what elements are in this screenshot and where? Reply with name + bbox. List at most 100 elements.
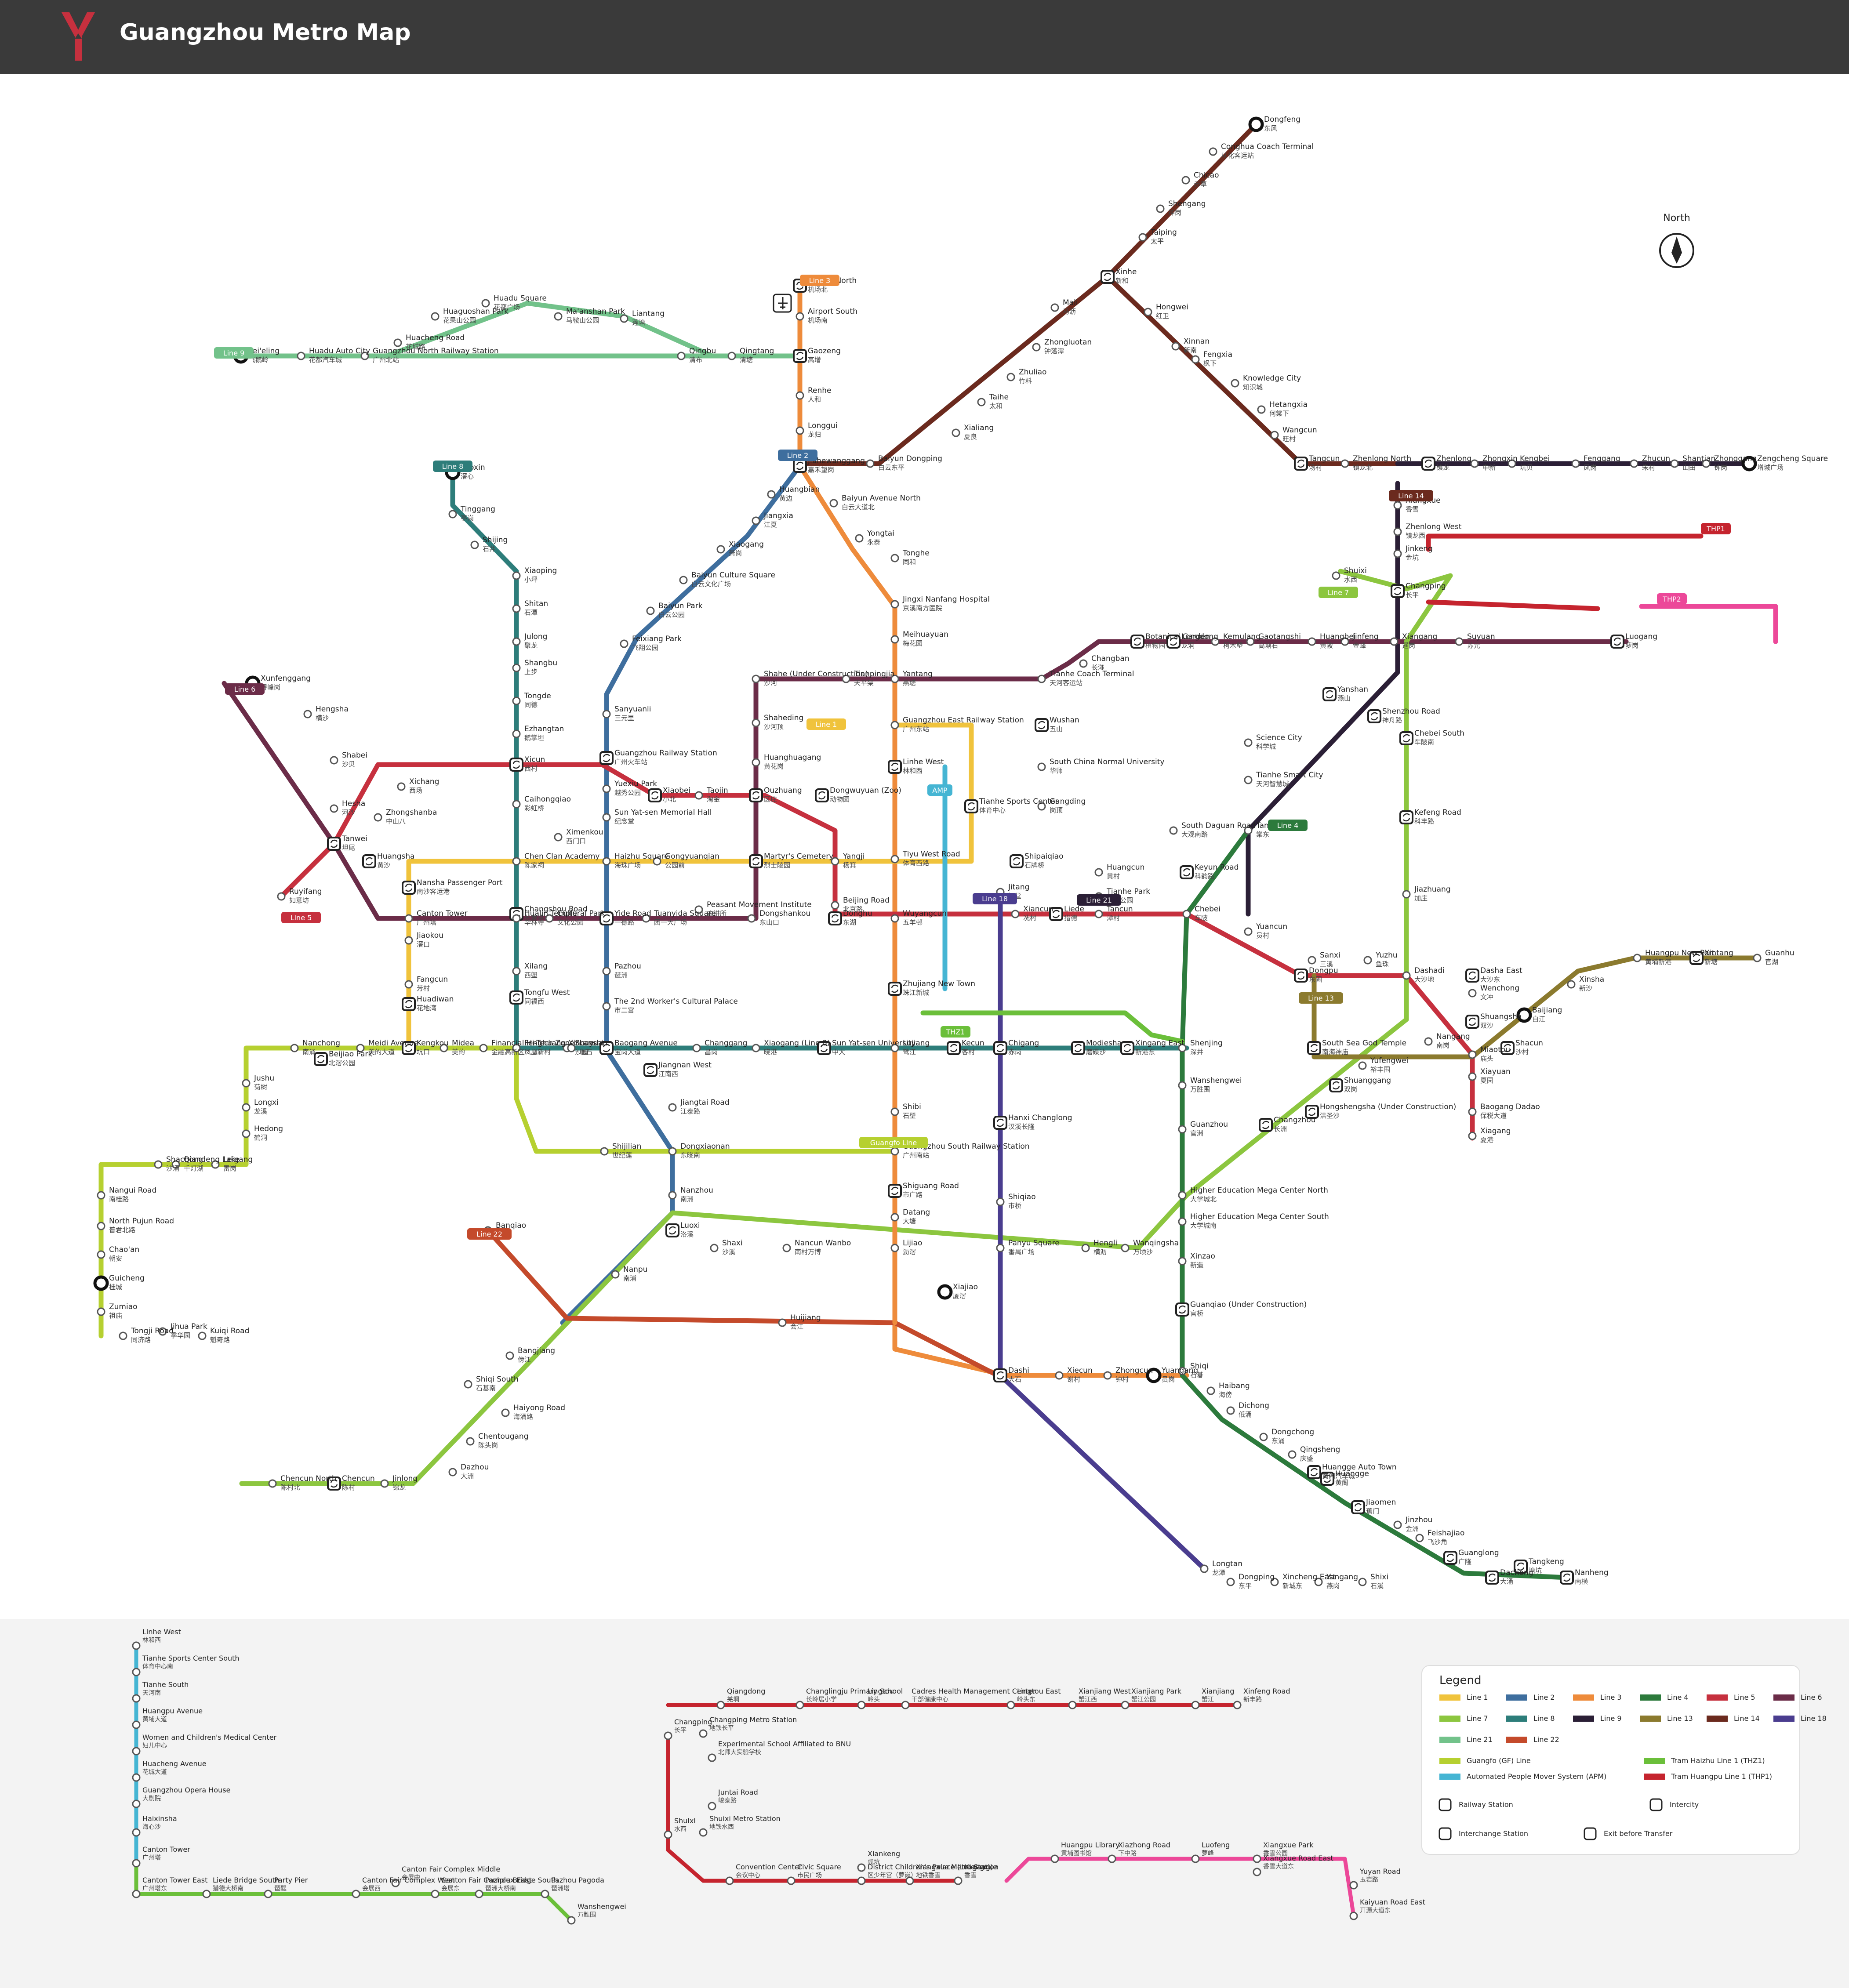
station-marker[interactable]	[554, 312, 563, 321]
station-marker[interactable]	[1288, 1450, 1297, 1459]
interchange-icon[interactable]	[1130, 635, 1144, 649]
station-marker[interactable]	[796, 391, 804, 400]
station-marker[interactable]	[512, 914, 521, 923]
interchange-icon[interactable]	[665, 1223, 679, 1237]
station-marker[interactable]	[602, 710, 611, 718]
station-marker[interactable]	[1630, 459, 1638, 468]
station-marker[interactable]	[1178, 1257, 1187, 1266]
station-marker[interactable]	[890, 600, 899, 609]
thp1-station-marker[interactable]	[1233, 1701, 1242, 1709]
station-marker[interactable]	[778, 1318, 787, 1327]
interchange-icon[interactable]	[993, 1368, 1007, 1382]
interchange-icon[interactable]	[1367, 709, 1381, 723]
station-marker[interactable]	[479, 1044, 488, 1052]
station-marker[interactable]	[747, 914, 756, 923]
thp2-station-marker[interactable]	[1253, 1854, 1261, 1863]
station-marker[interactable]	[404, 914, 413, 923]
station-marker[interactable]	[554, 833, 563, 842]
thp1-station-marker[interactable]	[699, 1729, 708, 1738]
station-marker[interactable]	[1209, 147, 1217, 156]
station-marker[interactable]	[512, 729, 521, 738]
station-marker[interactable]	[512, 697, 521, 705]
apm-station-marker[interactable]	[132, 1773, 141, 1782]
interchange-icon[interactable]	[1307, 1041, 1321, 1055]
station-marker[interactable]	[290, 1044, 299, 1052]
interchange-icon[interactable]	[362, 854, 376, 868]
interchange-icon[interactable]	[1166, 635, 1181, 649]
interchange-icon[interactable]	[1399, 810, 1413, 824]
interchange-icon[interactable]	[1049, 907, 1063, 921]
station-marker[interactable]	[1259, 1433, 1268, 1441]
thp2-station-marker[interactable]	[1349, 1912, 1358, 1920]
thz1-station-marker[interactable]	[132, 1890, 141, 1898]
station-marker[interactable]	[716, 545, 725, 554]
thp2-station-marker[interactable]	[1191, 1854, 1200, 1863]
station-marker[interactable]	[1094, 910, 1103, 918]
station-marker[interactable]	[752, 758, 760, 767]
station-marker[interactable]	[602, 813, 611, 822]
interchange-icon[interactable]	[402, 997, 416, 1011]
interchange-icon[interactable]	[749, 854, 763, 868]
station-marker[interactable]	[1144, 308, 1152, 316]
station-marker[interactable]	[1393, 549, 1402, 558]
station-marker[interactable]	[119, 1331, 127, 1340]
station-marker[interactable]	[727, 352, 736, 360]
station-marker[interactable]	[1181, 176, 1190, 185]
thp1-station-marker[interactable]	[857, 1876, 866, 1885]
station-marker[interactable]	[1231, 379, 1239, 388]
station-marker[interactable]	[448, 1468, 457, 1476]
station-marker[interactable]	[1182, 910, 1191, 918]
thp1-station-marker[interactable]	[725, 1876, 734, 1885]
interchange-icon[interactable]	[509, 758, 523, 772]
station-marker[interactable]	[646, 606, 655, 615]
station-marker[interactable]	[829, 499, 838, 508]
station-marker[interactable]	[996, 1197, 1005, 1206]
interchange-icon[interactable]	[1421, 457, 1435, 471]
thz1-station-marker[interactable]	[541, 1890, 549, 1898]
station-marker[interactable]	[470, 541, 479, 549]
thp2-station-marker[interactable]	[1253, 1868, 1261, 1876]
station-marker[interactable]	[97, 1191, 105, 1200]
station-marker[interactable]	[890, 721, 899, 729]
terminal-station-marker[interactable]	[1146, 1368, 1162, 1383]
station-marker[interactable]	[466, 1437, 475, 1446]
thp2-station-marker[interactable]	[1108, 1854, 1116, 1863]
station-marker[interactable]	[694, 791, 703, 800]
station-marker[interactable]	[890, 675, 899, 683]
thp1-station-marker[interactable]	[954, 1876, 963, 1885]
station-marker[interactable]	[642, 914, 650, 923]
apm-station-marker[interactable]	[132, 1668, 141, 1676]
station-marker[interactable]	[1390, 637, 1399, 646]
station-marker[interactable]	[602, 967, 611, 976]
interchange-icon[interactable]	[828, 911, 842, 925]
station-marker[interactable]	[952, 428, 960, 437]
thp1-station-marker[interactable]	[664, 1731, 672, 1740]
station-marker[interactable]	[692, 1044, 701, 1052]
interchange-icon[interactable]	[314, 1052, 328, 1066]
station-marker[interactable]	[1006, 373, 1015, 381]
station-marker[interactable]	[512, 604, 521, 613]
interchange-icon[interactable]	[888, 1184, 902, 1198]
apm-station-marker[interactable]	[132, 1747, 141, 1756]
station-marker[interactable]	[1393, 1520, 1402, 1529]
station-marker[interactable]	[512, 664, 521, 672]
interchange-icon[interactable]	[1465, 969, 1479, 983]
station-marker[interactable]	[1270, 1578, 1279, 1586]
interchange-icon[interactable]	[1610, 635, 1624, 649]
station-marker[interactable]	[1314, 1578, 1323, 1586]
station-marker[interactable]	[97, 1250, 105, 1259]
station-marker[interactable]	[97, 1222, 105, 1230]
station-marker[interactable]	[767, 490, 776, 499]
interchange-icon[interactable]	[1101, 270, 1115, 284]
station-marker[interactable]	[448, 510, 457, 519]
station-marker[interactable]	[602, 1002, 611, 1011]
thp1-station-marker[interactable]	[664, 1830, 672, 1839]
interchange-icon[interactable]	[947, 1041, 961, 1055]
interchange-icon[interactable]	[815, 788, 829, 802]
station-marker[interactable]	[1178, 1125, 1187, 1134]
interchange-icon[interactable]	[1180, 865, 1194, 879]
interchange-icon[interactable]	[1391, 584, 1405, 598]
thp1-station-marker[interactable]	[787, 1876, 796, 1885]
thz1-station-marker[interactable]	[431, 1890, 440, 1898]
interchange-icon[interactable]	[648, 788, 662, 802]
